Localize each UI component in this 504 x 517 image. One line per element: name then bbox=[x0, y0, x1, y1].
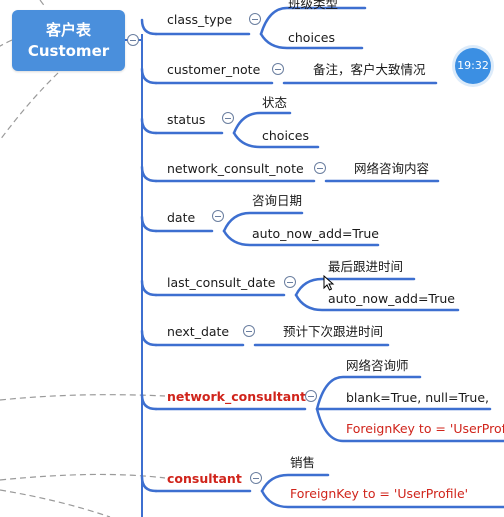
connector-to-left-node-4 bbox=[0, 394, 166, 401]
last-consult-date-collapse-icon[interactable] bbox=[284, 276, 296, 288]
connector-to-left-node-6 bbox=[0, 489, 111, 517]
network-consult-note-collapse-icon[interactable] bbox=[314, 162, 326, 174]
branch-curve-2 bbox=[140, 117, 158, 135]
field-consultant[interactable]: consultant bbox=[167, 471, 242, 486]
field-customer-note[interactable]: customer_note bbox=[167, 62, 261, 77]
branch-curve-4 bbox=[140, 215, 158, 233]
child-line-8-0 bbox=[260, 473, 330, 493]
child-line-8-1 bbox=[260, 489, 504, 509]
mouse-cursor-icon bbox=[323, 275, 335, 291]
trunk-lines bbox=[125, 34, 143, 517]
branch-curve-1 bbox=[140, 67, 158, 85]
next-date-desc[interactable]: 预计下次跟进时间 bbox=[283, 324, 384, 339]
child-line-4-0 bbox=[222, 211, 304, 233]
customer-note-desc[interactable]: 备注，客户大致情况 bbox=[313, 62, 426, 77]
root-title-cn: 客户表 bbox=[45, 20, 91, 39]
network-consult-note-desc[interactable]: 网络咨询内容 bbox=[354, 161, 430, 176]
root-node-customer[interactable]: 客户表 Customer bbox=[12, 10, 125, 71]
status-label[interactable]: 状态 bbox=[262, 95, 288, 110]
date-auto-now-add[interactable]: auto_now_add=True bbox=[252, 226, 379, 241]
child-line-2-1 bbox=[232, 131, 320, 149]
network-consultant-collapse-icon[interactable] bbox=[305, 390, 317, 402]
consultant-foreignkey[interactable]: ForeignKey to = 'UserProfile' bbox=[290, 486, 469, 501]
branch-lines bbox=[140, 6, 504, 509]
branch-curve-6 bbox=[140, 329, 158, 347]
child-line-7-2 bbox=[315, 407, 504, 443]
status-collapse-icon[interactable] bbox=[222, 112, 234, 124]
external-connectors bbox=[0, 0, 166, 517]
field-last-consult-date[interactable]: last_consult_date bbox=[167, 275, 276, 290]
child-line-5-1 bbox=[294, 293, 460, 312]
field-status[interactable]: status bbox=[167, 112, 206, 127]
class-type-choices[interactable]: choices bbox=[288, 30, 335, 45]
root-title-en: Customer bbox=[27, 41, 110, 60]
last-consult-date-auto-now-add[interactable]: auto_now_add=True bbox=[328, 291, 455, 306]
last-consult-date-label[interactable]: 最后跟进时间 bbox=[328, 259, 404, 274]
child-line-0-1 bbox=[259, 32, 364, 50]
branch-curve-3 bbox=[140, 165, 158, 183]
next-date-collapse-icon[interactable] bbox=[243, 325, 255, 337]
branch-curve-7 bbox=[140, 393, 158, 411]
consultant-label[interactable]: 销售 bbox=[290, 455, 316, 470]
consultant-collapse-icon[interactable] bbox=[250, 472, 262, 484]
status-choices[interactable]: choices bbox=[262, 128, 309, 143]
class-type-label[interactable]: 班级类型 bbox=[288, 0, 339, 11]
recording-timer-badge[interactable]: 19:32 bbox=[455, 48, 491, 84]
customer-note-collapse-icon[interactable] bbox=[272, 63, 284, 75]
branch-curve-8 bbox=[140, 475, 158, 493]
child-line-5-0 bbox=[294, 277, 416, 297]
connector-to-left-node-3 bbox=[0, 72, 59, 141]
network-consultant-label[interactable]: 网络咨询师 bbox=[346, 358, 409, 373]
root-collapse-icon[interactable] bbox=[127, 34, 139, 46]
child-line-0-0 bbox=[259, 6, 367, 36]
field-class-type[interactable]: class_type bbox=[167, 12, 233, 27]
field-next-date[interactable]: next_date bbox=[167, 324, 230, 339]
child-line-4-1 bbox=[222, 229, 380, 247]
date-label[interactable]: 咨询日期 bbox=[252, 193, 303, 208]
connector-to-left-node-5 bbox=[0, 473, 166, 481]
child-line-2-0 bbox=[232, 111, 292, 135]
connector-to-left-node-1 bbox=[0, 39, 13, 47]
field-date[interactable]: date bbox=[167, 210, 196, 225]
branch-curve-0 bbox=[140, 18, 158, 36]
child-line-7-0 bbox=[315, 375, 422, 411]
branch-curve-5 bbox=[140, 279, 158, 297]
connector-to-left-node-2 bbox=[39, 0, 47, 9]
class-type-collapse-icon[interactable] bbox=[249, 13, 261, 25]
network-consultant-foreignkey[interactable]: ForeignKey to = 'UserProfile' bbox=[346, 421, 504, 436]
field-network-consultant[interactable]: network_consultant bbox=[167, 389, 307, 404]
field-network-consult-note[interactable]: network_consult_note bbox=[167, 161, 304, 176]
date-collapse-icon[interactable] bbox=[212, 210, 224, 222]
network-consultant-options[interactable]: blank=True, null=True, bbox=[346, 390, 489, 405]
